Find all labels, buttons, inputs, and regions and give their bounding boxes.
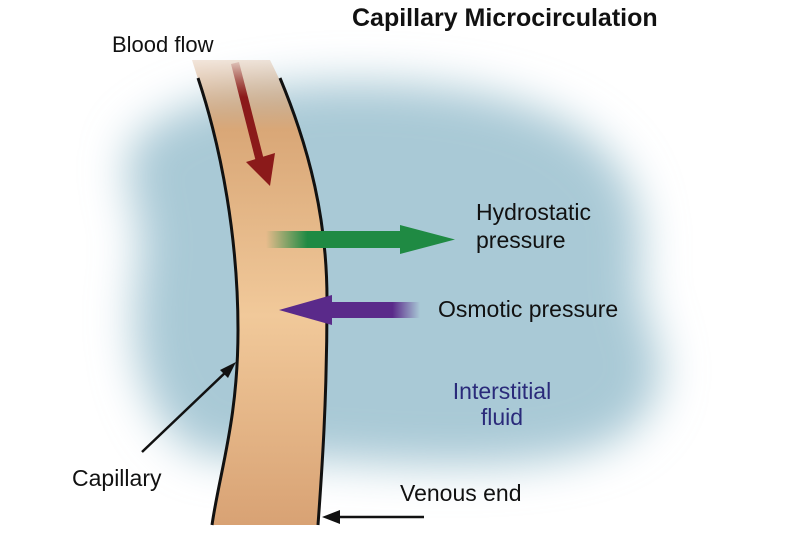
osmotic-arrow [279,295,420,325]
capillary-vessel [192,60,327,525]
osmotic-pressure-label: Osmotic pressure [438,296,619,322]
blood-flow-label: Blood flow [112,32,214,57]
interstitial-fluid-label: Interstitial fluid [452,378,552,430]
capillary-label: Capillary [72,465,162,491]
diagram-title: Capillary Microcirculation [352,4,658,32]
capillary-wall-left [196,77,240,526]
hydrostatic-arrow [266,225,455,254]
venous-end-label: Venous end [400,480,522,506]
hydrostatic-pressure-label: Hydrostatic pressure [476,199,592,253]
capillary-pointer-arrow [141,362,236,453]
venous-end-arrow [322,510,424,524]
blood-flow-arrow [231,62,275,186]
interstitial-fluid-region [127,82,661,466]
